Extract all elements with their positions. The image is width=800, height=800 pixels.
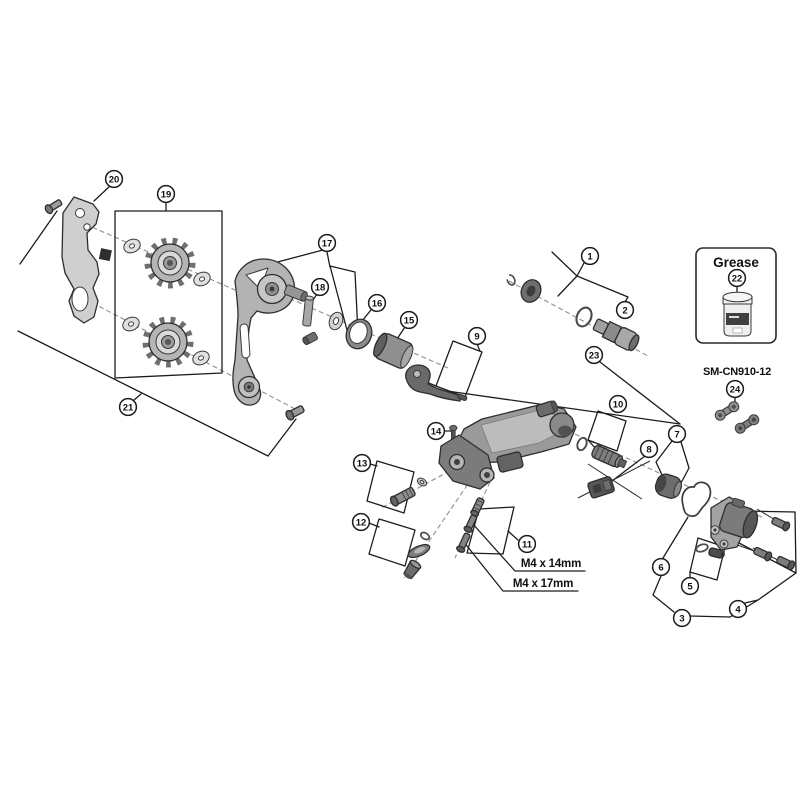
callout-24: 24 [725, 379, 745, 399]
adjust-barrel [591, 444, 628, 469]
svg-text:12: 12 [356, 517, 367, 528]
inner-plate [61, 196, 112, 324]
callout-5: 5 [680, 576, 700, 596]
svg-text:6: 6 [658, 562, 663, 573]
plate-screw-bottom [285, 405, 305, 421]
svg-text:13: 13 [357, 458, 368, 469]
bracket-axle-bolt [592, 318, 640, 352]
svg-text:9: 9 [474, 331, 479, 342]
callout-6: 6 [651, 557, 671, 577]
callout-2: 2 [615, 300, 635, 320]
o-ring-small [576, 436, 588, 452]
svg-text:11: 11 [522, 539, 533, 550]
svg-text:7: 7 [674, 429, 679, 440]
callout-18: 18 [310, 277, 330, 297]
switch-unit [587, 476, 615, 499]
gasket-seal [681, 481, 712, 517]
svg-text:20: 20 [109, 174, 120, 185]
clutch-lever [405, 364, 468, 402]
callout-12: 12 [351, 512, 371, 532]
callout-7: 7 [667, 424, 687, 444]
svg-text:17: 17 [322, 238, 333, 249]
callout-19: 19 [156, 184, 176, 204]
callout-23: 23 [584, 345, 604, 365]
plug-cap [373, 332, 414, 369]
stopper-pin [302, 295, 318, 346]
svg-text:8: 8 [646, 444, 651, 455]
callout-20: 20 [104, 169, 124, 189]
svg-text:23: 23 [589, 350, 600, 361]
labels-layer: Grease SM-CN910-12 M4 x 14mm M4 x 17mm [513, 255, 771, 590]
svg-text:22: 22 [732, 273, 743, 284]
callout-10: 10 [608, 394, 628, 414]
flat-washer [328, 311, 344, 331]
svg-text:14: 14 [431, 426, 442, 437]
callout-21: 21 [118, 397, 138, 417]
leader-lines [17, 185, 797, 618]
svg-text:4: 4 [735, 604, 741, 615]
motor-unit [710, 496, 759, 551]
mount-screws [456, 497, 485, 553]
callout-13: 13 [352, 453, 372, 473]
callout-11: 11 [517, 534, 537, 554]
svg-text:15: 15 [404, 315, 415, 326]
cone-nut-set [403, 531, 431, 580]
grease-box [695, 247, 777, 344]
label-screw-m4x14: M4 x 14mm [521, 558, 581, 570]
callout-17: 17 [317, 233, 337, 253]
fixing-screws [753, 516, 796, 571]
callout-4: 4 [728, 599, 748, 619]
svg-text:3: 3 [679, 613, 684, 624]
svg-text:24: 24 [730, 384, 741, 395]
plate-screw-top [44, 199, 63, 215]
label-chain-link-model: SM-CN910-12 [703, 366, 771, 378]
callout-22: 22 [727, 268, 747, 288]
callout-3: 3 [672, 608, 692, 628]
callout-14: 14 [426, 421, 446, 441]
svg-text:16: 16 [372, 298, 383, 309]
svg-text:18: 18 [315, 282, 326, 293]
parts-layer [44, 196, 796, 580]
svg-text:2: 2 [622, 305, 627, 316]
seal-ring [345, 318, 373, 350]
rubber-cap [654, 473, 683, 499]
tension-bolt [389, 477, 428, 507]
label-grease: Grease [713, 255, 759, 270]
callout-8: 8 [639, 439, 659, 459]
callout-9: 9 [467, 326, 487, 346]
callout-15: 15 [399, 310, 419, 330]
svg-text:1: 1 [587, 251, 593, 262]
label-screw-m4x17: M4 x 17mm [513, 578, 573, 590]
callout-16: 16 [367, 293, 387, 313]
callout-1: 1 [580, 246, 600, 266]
grease-jar [722, 291, 753, 337]
tension-pulley [142, 316, 194, 368]
svg-text:19: 19 [161, 189, 172, 200]
pulley-washer [122, 238, 211, 366]
svg-text:5: 5 [687, 581, 693, 592]
o-ring-axle [575, 306, 593, 328]
bushing [520, 279, 542, 303]
main-body [438, 400, 577, 490]
wire-connector [695, 543, 725, 559]
outer-plate [232, 258, 308, 406]
guide-pulley [144, 237, 196, 289]
c-clip [506, 274, 516, 286]
svg-text:10: 10 [613, 399, 624, 410]
assembly-axis-lines [84, 223, 763, 579]
chain-quick-links [714, 401, 760, 434]
svg-text:21: 21 [123, 402, 134, 413]
